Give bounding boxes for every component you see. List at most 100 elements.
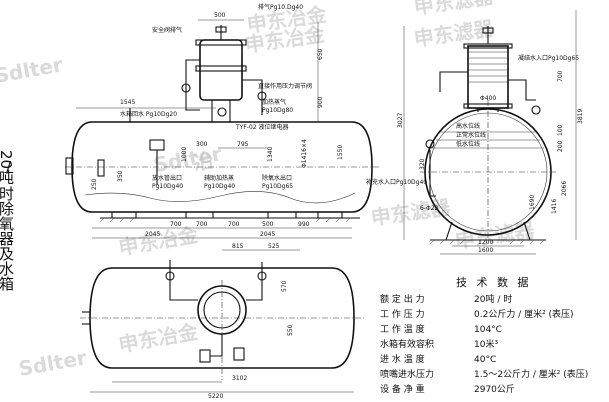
dim-label: 5220 [208,393,223,400]
spec-label: 工 作 压 力 [380,308,425,320]
watermark: 申东滤器 [412,0,496,19]
spec-title: 技 术 数 据 [456,275,532,289]
dim-label: 990 [298,221,310,228]
pipe [210,334,223,357]
watermark: 冶 [192,148,216,175]
column-flange [463,103,513,109]
valve-icon [257,91,267,101]
label-exhaust: 排气Pg10.Dg40 [258,3,303,11]
dim-label: 1550 [337,145,344,160]
label-makeup: 补充水入口Pg10Dg40 [366,178,427,186]
spec-row: 额 定 出 力 20吨 / 时 [380,293,512,305]
dim-label: 200 [557,140,564,152]
label-d400: Φ400 [480,95,496,102]
side-view: 凝结水入口Pg10Dg65 Φ400 高水位线 正常水位线 低水位线 补充水入口… [366,10,584,255]
valve-icon [425,139,435,149]
pipe [508,79,536,101]
sight-glass [97,159,105,177]
column-flange-mid [195,65,247,72]
spec-value: 20吨 / 时 [474,293,512,305]
label-drain: 放水管出口 [152,174,182,182]
spec-row: 喷嘴进水压力 1.5～2公斤力 / 厘米² (表压) [380,368,588,380]
dim-label: 320 [419,158,426,170]
side-title-part: 20吨 [0,150,15,184]
outlet-flange [233,347,245,361]
plan-view: 815 525 570 550 3102 5220 [80,243,364,400]
tank-shell [71,121,373,213]
saddle-right [317,211,343,219]
spec-label: 工 作 温 度 [380,323,425,335]
valve-icon [531,105,541,115]
ground-hatch [429,239,545,245]
spec-value: 40°C [474,355,496,365]
label-deox-outlet-spec: Pg10Dg65 [262,183,293,190]
dim-label: 700 [557,70,564,82]
label-deox-outlet: 除氧水出口 [262,174,292,182]
spec-value: 10米³ [474,338,498,350]
valve-icon [257,271,267,281]
saddle-left [111,211,137,219]
dim-label: 1690 [529,195,536,210]
dim-label: 500 [262,221,274,228]
label-d22: 6-Φ22 [420,205,439,212]
label-pressure-regulator: 直接作用压力调节阀 [258,82,312,90]
watermark: Sdlter [0,52,65,88]
valve-icon [181,83,191,93]
pipe [185,59,200,111]
gauge-icon [217,107,227,117]
dim-label: 3027 [397,113,404,128]
dim-label: 700 [228,221,240,228]
dim-label: 300 [196,141,208,148]
dim-label: Φ1416×4 [301,139,308,168]
dim-label: 1340 [267,147,274,162]
side-title: 20吨 / 时除氧器及水箱 [0,150,15,291]
exhaust-flange [482,27,494,34]
dim-label: 1545 [120,99,135,106]
dim-label: 250 [91,178,98,190]
label-aux-heating: 辅助加热蒸 [204,174,234,182]
label-heating-steam-spec: Pg10Dg80 [262,107,293,114]
spec-value: 1.5～2公斤力 / 厘米² (表压) [474,368,588,380]
spec-row: 工 作 温 度 104°C [380,323,502,335]
valve-icon [165,271,175,281]
dim-label: 1200 [478,239,493,246]
spec-label: 设 备 净 重 [380,383,425,395]
exhaust-flange [215,26,227,33]
spec-value: 0.2公斤力 / 厘米² (表压) [474,308,574,320]
dim-label: 795 [237,141,249,148]
deaerator-column [199,39,243,101]
label-safety-valve: 安全阀排气 [152,26,182,34]
pipe [439,71,468,92]
spec-row: 工 作 压 力 0.2公斤力 / 厘米² (表压) [380,308,574,320]
spec-label: 喷嘴进水压力 [380,368,434,380]
spec-row: 进 水 温 度 40°C [380,353,496,365]
ground-hatch [99,217,351,223]
dim-label: 2066 [561,181,568,196]
dim-label: 700 [170,221,182,228]
packing-hatch [468,51,508,83]
spec-value: 2970公斤 [474,384,515,395]
pipe [169,260,198,301]
spec-table: 技 术 数 据 额 定 出 力 20吨 / 时 工 作 压 力 0.2公斤力 /… [380,275,588,395]
side-title-part: 时除氧器及水箱 [0,186,15,291]
spec-label: 进 水 温 度 [380,353,425,365]
makeup-pipe [429,150,436,197]
dim-label: 350 [117,170,124,182]
spec-label: 额 定 出 力 [380,293,425,305]
label-aux-heating-spec: Pg10Dg40 [204,183,235,190]
label-level-relay: TYF-02 液位继电器 [235,123,289,131]
spec-row: 设 备 净 重 2970公斤 [380,383,515,395]
label-high-level: 高水位线 [456,122,480,130]
dim-label: 525 [268,243,280,250]
label-low-level: 低水位线 [456,140,480,148]
label-normal-level: 正常水位线 [456,131,486,139]
dim-label: 570 [281,280,288,292]
outlet-flange [199,349,211,363]
pipe [246,262,263,301]
tank-plan [89,267,355,369]
watermarks: 申东冶金 申东滤器 Sdlter 申东冶金 申东滤器 Sdlter 冶 申东滤器… [0,0,537,381]
dim-label: 2045 [260,231,275,238]
spec-row: 水箱有效容积 10米³ [380,338,498,350]
dim-label: 1600 [478,247,493,254]
